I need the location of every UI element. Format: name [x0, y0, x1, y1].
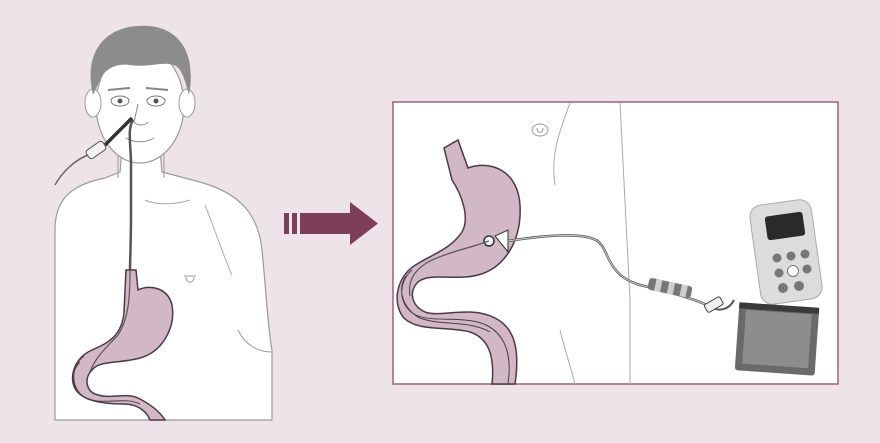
- feeding-bag-icon: [735, 302, 820, 375]
- tube-plug-left: [85, 140, 107, 160]
- feeding-pump-icon: [748, 198, 823, 306]
- zoomed-panel: [393, 102, 838, 384]
- right-arrow-icon: [284, 202, 378, 245]
- right-pupil: [154, 99, 159, 104]
- navel-icon: [532, 124, 548, 136]
- right-ear: [179, 89, 195, 117]
- patient-figure: [55, 26, 272, 420]
- left-pupil: [118, 99, 123, 104]
- external-tube-left: [55, 155, 88, 185]
